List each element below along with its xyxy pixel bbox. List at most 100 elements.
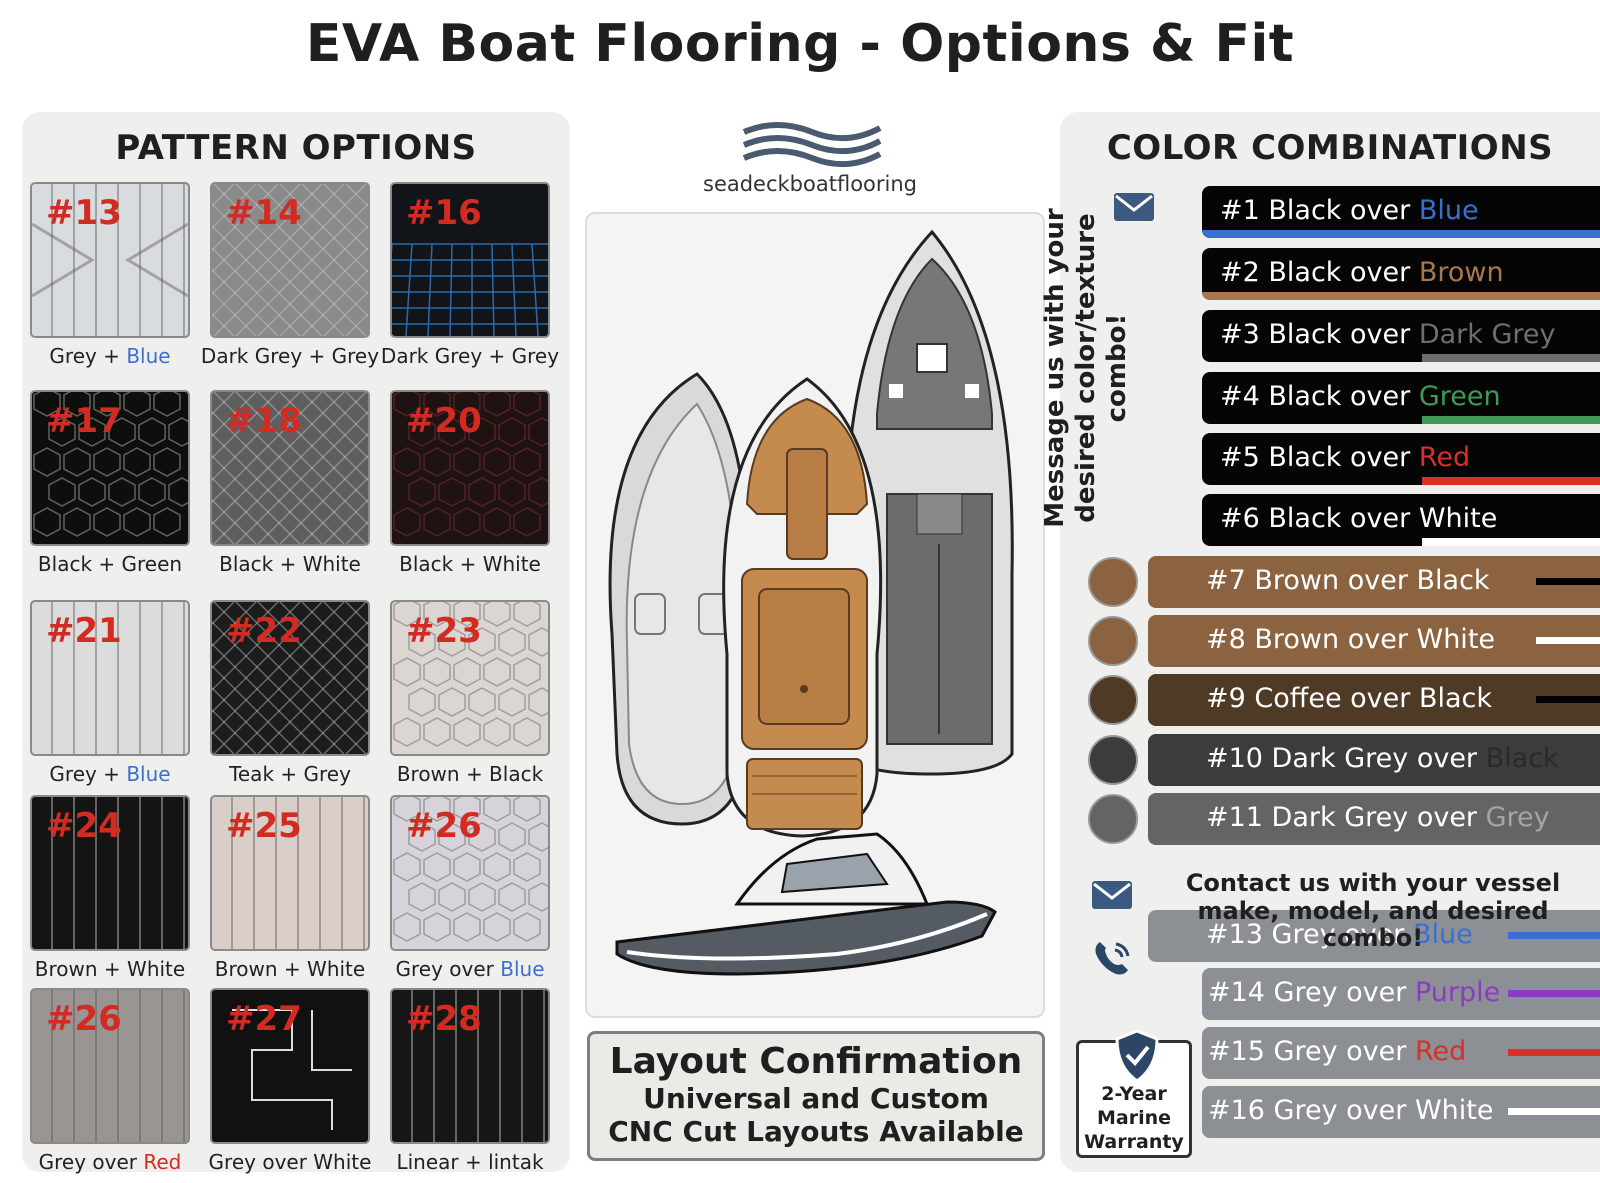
combo-bar[interactable]: #7 Brown over Black — [1148, 556, 1600, 608]
pattern-label-main: Black + Green — [37, 552, 183, 576]
combo-bar[interactable]: #2 Black over Brown — [1202, 248, 1600, 300]
pattern-number: #22 — [226, 611, 302, 651]
pattern-texture-icon — [232, 1009, 352, 1130]
brand-logo-icon — [742, 122, 882, 168]
pattern-number: #13 — [46, 193, 122, 233]
combo-base-text: #9 Coffee over Black — [1206, 683, 1493, 714]
vertical-message: Message us with your desired color/textu… — [1040, 208, 1133, 528]
warranty-badge: 2-Year Marine Warranty — [1076, 1029, 1192, 1158]
combo-base-text: #16 Grey over White — [1208, 1095, 1494, 1126]
contact-message: Contact us with your vessel make, model,… — [1148, 869, 1598, 953]
combo-accent-stripe — [1422, 477, 1600, 485]
combo-base-text: #15 Grey over — [1208, 1036, 1415, 1067]
pattern-number: #17 — [46, 401, 122, 441]
pattern-tile[interactable]: #26 — [390, 795, 550, 951]
pattern-texture-icon — [32, 184, 188, 336]
pattern-tile[interactable]: #28 — [390, 988, 550, 1144]
pattern-label: Teak + Grey — [200, 762, 380, 786]
pattern-texture-icon — [212, 392, 368, 544]
pattern-tile[interactable]: #21 — [30, 600, 190, 756]
pattern-label-main: Grey + — [49, 762, 127, 786]
pattern-number: #26 — [406, 806, 482, 846]
combo-bar[interactable]: #3 Black over Dark Grey — [1202, 310, 1600, 362]
phone-icon[interactable] — [1090, 936, 1134, 980]
combo-base-text: #7 Brown over Black — [1206, 565, 1490, 596]
combo-accent-text: Green — [1418, 381, 1501, 412]
combo-bar[interactable]: #16 Grey over White — [1202, 1086, 1600, 1138]
boat-deck-plans-icon — [608, 229, 1014, 976]
pattern-label-accent: Blue — [500, 957, 545, 981]
combo-accent-line — [1536, 578, 1600, 585]
contact-message-line-1: Contact us with your vessel — [1185, 869, 1561, 897]
pattern-tile[interactable]: #22 — [210, 600, 370, 756]
pattern-tile[interactable]: #23 — [390, 600, 550, 756]
envelope-icon[interactable] — [1112, 190, 1156, 224]
pattern-texture-icon — [212, 602, 368, 754]
pattern-texture-icon — [212, 184, 368, 336]
pattern-texture-icon — [393, 392, 548, 537]
pattern-texture-icon — [51, 797, 185, 949]
layout-title: Layout Confirmation — [609, 1041, 1023, 1082]
combo-bar[interactable]: #10 Dark Grey over Black — [1148, 734, 1600, 786]
pattern-label: Grey over Blue — [380, 957, 560, 981]
combo-accent-stripe — [1422, 538, 1600, 546]
combo-swatch — [1088, 794, 1138, 844]
combo-bar[interactable]: #1 Black over Blue — [1202, 186, 1600, 238]
pattern-number: #18 — [226, 401, 302, 441]
combo-accent-text: Blue — [1412, 919, 1473, 950]
pattern-texture-icon — [231, 797, 365, 949]
combo-bar[interactable]: #4 Black over Green — [1202, 372, 1600, 424]
pattern-label: Dark Grey + Grey — [380, 344, 560, 368]
pattern-texture-icon — [393, 602, 548, 747]
combo-accent-line — [1508, 990, 1600, 997]
combo-accent-text: Red — [1414, 1036, 1467, 1067]
combo-base-text: #14 Grey over — [1208, 977, 1415, 1008]
warranty-line-3: Warranty — [1084, 1130, 1184, 1153]
combo-accent-text: Red — [1418, 442, 1471, 473]
pattern-number: #23 — [406, 611, 482, 651]
combo-bar[interactable]: #9 Coffee over Black — [1148, 674, 1600, 726]
combo-bar[interactable]: #11 Dark Grey over Grey — [1148, 793, 1600, 845]
pattern-label: Black + White — [380, 552, 560, 576]
combo-accent-text: Black — [1485, 743, 1559, 774]
pattern-tile[interactable]: #13 — [30, 182, 190, 338]
combo-bar[interactable]: #14 Grey over Purple — [1202, 968, 1600, 1020]
pattern-tile[interactable]: #16 — [390, 182, 550, 338]
pattern-tile[interactable]: #14 — [210, 182, 370, 338]
combo-bar[interactable]: #5 Black over Red — [1202, 433, 1600, 485]
combo-base-text: #6 Black over — [1220, 503, 1419, 534]
pattern-tile[interactable]: #25 — [210, 795, 370, 951]
pattern-tile[interactable]: #20 — [390, 390, 550, 546]
pattern-tile[interactable]: #18 — [210, 390, 370, 546]
pattern-options-title: PATTERN OPTIONS — [115, 128, 477, 168]
pattern-number: #28 — [406, 999, 482, 1039]
pattern-tile[interactable]: #17 — [30, 390, 190, 546]
pattern-tile[interactable]: #24 — [30, 795, 190, 951]
pattern-number: #16 — [406, 193, 482, 233]
combo-swatch — [1088, 735, 1138, 785]
pattern-label-main: Grey over — [38, 1150, 144, 1174]
pattern-number: #24 — [46, 806, 122, 846]
combo-accent-text: Purple — [1414, 977, 1501, 1008]
combo-bar[interactable]: #6 Black over White — [1202, 494, 1600, 546]
page-title: EVA Boat Flooring - Options & Fit — [305, 14, 1295, 74]
pattern-tile[interactable]: #26 — [30, 988, 190, 1144]
combo-bar[interactable]: #8 Brown over White — [1148, 615, 1600, 667]
combo-accent-text: White — [1418, 503, 1498, 534]
pattern-label: Linear + lintak — [380, 1150, 560, 1174]
pattern-label-main: Brown + Black — [396, 762, 544, 786]
pattern-label: Brown + Black — [380, 762, 560, 786]
pattern-label-accent: Blue — [126, 762, 171, 786]
combo-base-text: #1 Black over — [1220, 195, 1419, 226]
combo-bar[interactable]: #13 Grey over Blue — [1148, 910, 1600, 962]
combo-bar[interactable]: #15 Grey over Red — [1202, 1027, 1600, 1079]
contact-message-line-2: make, model, and desired combo! — [1197, 896, 1549, 953]
pattern-label-main: Grey over White — [208, 1150, 372, 1174]
pattern-label: Grey + Blue — [20, 762, 200, 786]
pattern-number: #27 — [226, 999, 302, 1039]
combo-accent-stripe — [1202, 292, 1600, 300]
combo-accent-line — [1508, 1049, 1600, 1056]
envelope-icon[interactable] — [1090, 878, 1134, 912]
pattern-tile[interactable]: #27 — [210, 988, 370, 1144]
combo-base-text: #3 Black over — [1220, 319, 1419, 350]
